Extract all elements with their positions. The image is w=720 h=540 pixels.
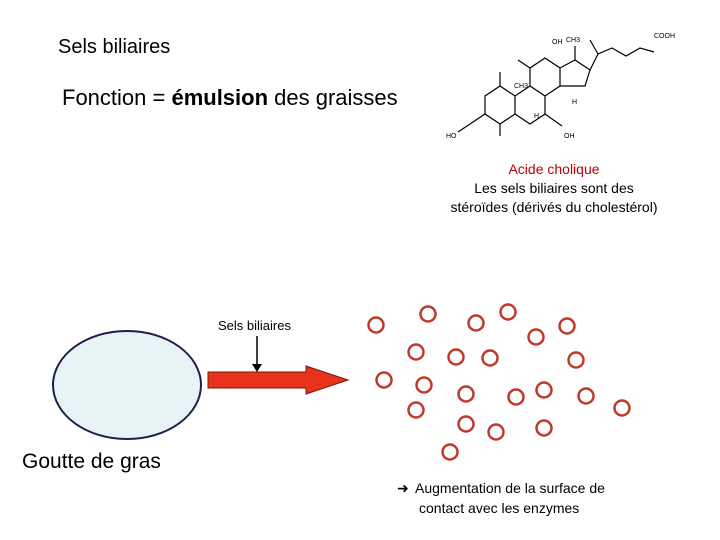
small-droplet — [507, 388, 525, 406]
result-line1: Augmentation de la surface de — [415, 480, 605, 496]
small-droplet — [487, 423, 505, 441]
small-droplet — [527, 328, 545, 346]
structure-caption: Acide cholique Les sels biliaires sont d… — [420, 160, 688, 217]
struct-label-ch3-a: CH3 — [514, 83, 528, 90]
caption-line2: stéroïdes (dérivés du cholestérol) — [450, 199, 658, 215]
fat-droplet — [52, 330, 202, 440]
small-droplet — [467, 314, 485, 332]
small-droplet — [535, 381, 553, 399]
small-droplets — [367, 303, 631, 461]
small-droplet — [407, 343, 425, 361]
struct-label-h-b: H — [572, 99, 577, 106]
caption-line1: Les sels biliaires sont des — [474, 180, 634, 196]
struct-label-cooh: COOH — [654, 33, 675, 40]
small-droplet — [457, 385, 475, 403]
subtitle: Fonction = émulsion des graisses — [62, 85, 398, 111]
small-droplet — [613, 399, 631, 417]
small-droplet — [535, 419, 553, 437]
cholic-acid-structure: COOH OH CH3 CH3 H H HO OH — [446, 33, 675, 140]
small-droplet — [367, 316, 385, 334]
subtitle-highlight: émulsion — [171, 85, 269, 110]
struct-label-oh-top: OH — [552, 39, 563, 46]
subtitle-suffix: des graisses — [268, 85, 398, 110]
small-droplet — [415, 376, 433, 394]
small-droplet — [375, 371, 393, 389]
page-title: Sels biliaires — [58, 36, 171, 58]
small-droplet — [441, 443, 459, 461]
struct-label-oh-right: OH — [564, 133, 575, 140]
struct-label-h-a: H — [534, 113, 539, 120]
arrow-label: Sels biliaires — [218, 318, 291, 333]
small-droplet — [419, 305, 437, 323]
right-arrow-icon: ➜ — [397, 480, 409, 496]
struct-label-ho: HO — [446, 133, 457, 140]
small-droplet — [577, 387, 595, 405]
struct-label-ch3-b: CH3 — [566, 37, 580, 44]
result-line2: contact avec les enzymes — [419, 500, 580, 516]
small-droplet — [447, 348, 465, 366]
small-droplet — [499, 303, 517, 321]
bile-salt-pointer-head — [252, 364, 262, 372]
emulsion-arrow — [207, 365, 350, 395]
small-droplet — [567, 351, 585, 369]
result-text: ➜ Augmentation de la surface de contact a… — [397, 478, 697, 518]
small-droplet — [407, 401, 425, 419]
small-droplet — [558, 317, 576, 335]
droplet-label: Goutte de gras — [22, 450, 161, 473]
subtitle-prefix: Fonction = — [62, 85, 172, 110]
caption-name: Acide cholique — [508, 161, 600, 177]
small-droplet — [481, 349, 499, 367]
small-droplet — [457, 415, 475, 433]
